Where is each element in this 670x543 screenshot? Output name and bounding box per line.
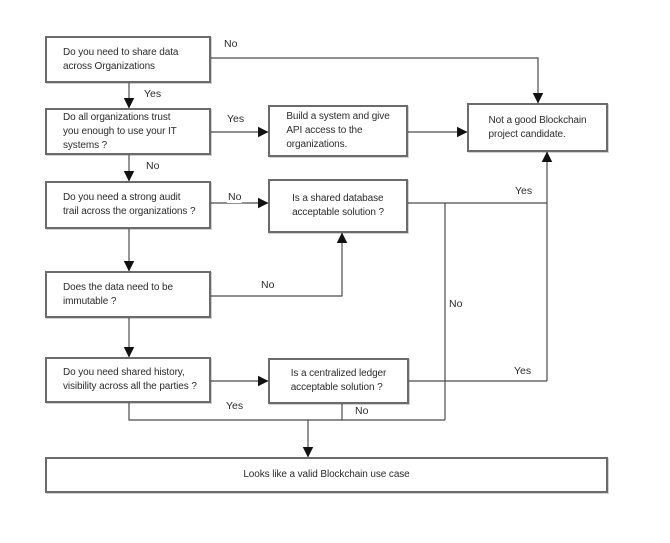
node-build-api-system: Build a system and give API access to th…: [268, 105, 408, 157]
node-valid-use-case: Looks like a valid Blockchain use case: [45, 457, 608, 493]
node-shared-database: Is a shared database acceptable solution…: [268, 179, 408, 233]
edge-label-audit-no: No: [227, 191, 243, 203]
node-centralized-ledger-label: Is a centralized ledger acceptable solut…: [290, 368, 387, 393]
node-valid-use-case-label: Looks like a valid Blockchain use case: [243, 469, 410, 480]
edge-label-share-no: No: [223, 38, 239, 50]
edge-label-ledger-yes: Yes: [513, 365, 533, 377]
edge-label-trust-no: No: [145, 160, 161, 172]
edge-label-shareddb-no: No: [448, 298, 464, 310]
edge-share-no-to-notgood: [211, 57, 544, 104]
edge-immutable-no-to-shareddb: [211, 232, 348, 297]
node-not-good-candidate: Not a good Blockchain project candidate.: [467, 103, 608, 152]
node-shared-history-label: Do you need shared history, visibility a…: [63, 367, 197, 392]
node-audit-trail: Do you need a strong audit trail across …: [45, 181, 211, 229]
node-share-data: Do you need to share data across Organiz…: [45, 36, 211, 83]
edge-label-shareddb-yes: Yes: [514, 185, 534, 197]
node-share-data-label: Do you need to share data across Organiz…: [63, 46, 179, 72]
node-trust-it-systems-label: Do all organizations trust you enough to…: [63, 111, 177, 151]
edge-label-share-yes: Yes: [143, 88, 163, 100]
node-centralized-ledger: Is a centralized ledger acceptable solut…: [268, 358, 409, 404]
node-build-api-system-label: Build a system and give API access to th…: [286, 111, 390, 150]
edge-label-history-yes: Yes: [225, 400, 245, 412]
edge-history-yes-spine: [128, 403, 445, 421]
edge-label-trust-yes: Yes: [226, 113, 246, 125]
node-immutable-data: Does the data need to be immutable ?: [45, 271, 211, 318]
node-immutable-data-label: Does the data need to be immutable ?: [63, 281, 173, 307]
node-audit-trail-label: Do you need a strong audit trail across …: [63, 192, 196, 217]
node-trust-it-systems: Do all organizations trust you enough to…: [45, 108, 211, 155]
node-not-good-candidate-label: Not a good Blockchain project candidate.: [488, 114, 587, 140]
edge-label-ledger-no: No: [354, 405, 370, 417]
edge-label-immutable-no: No: [260, 279, 276, 291]
node-shared-database-label: Is a shared database acceptable solution…: [292, 193, 384, 218]
node-shared-history: Do you need shared history, visibility a…: [45, 357, 211, 403]
